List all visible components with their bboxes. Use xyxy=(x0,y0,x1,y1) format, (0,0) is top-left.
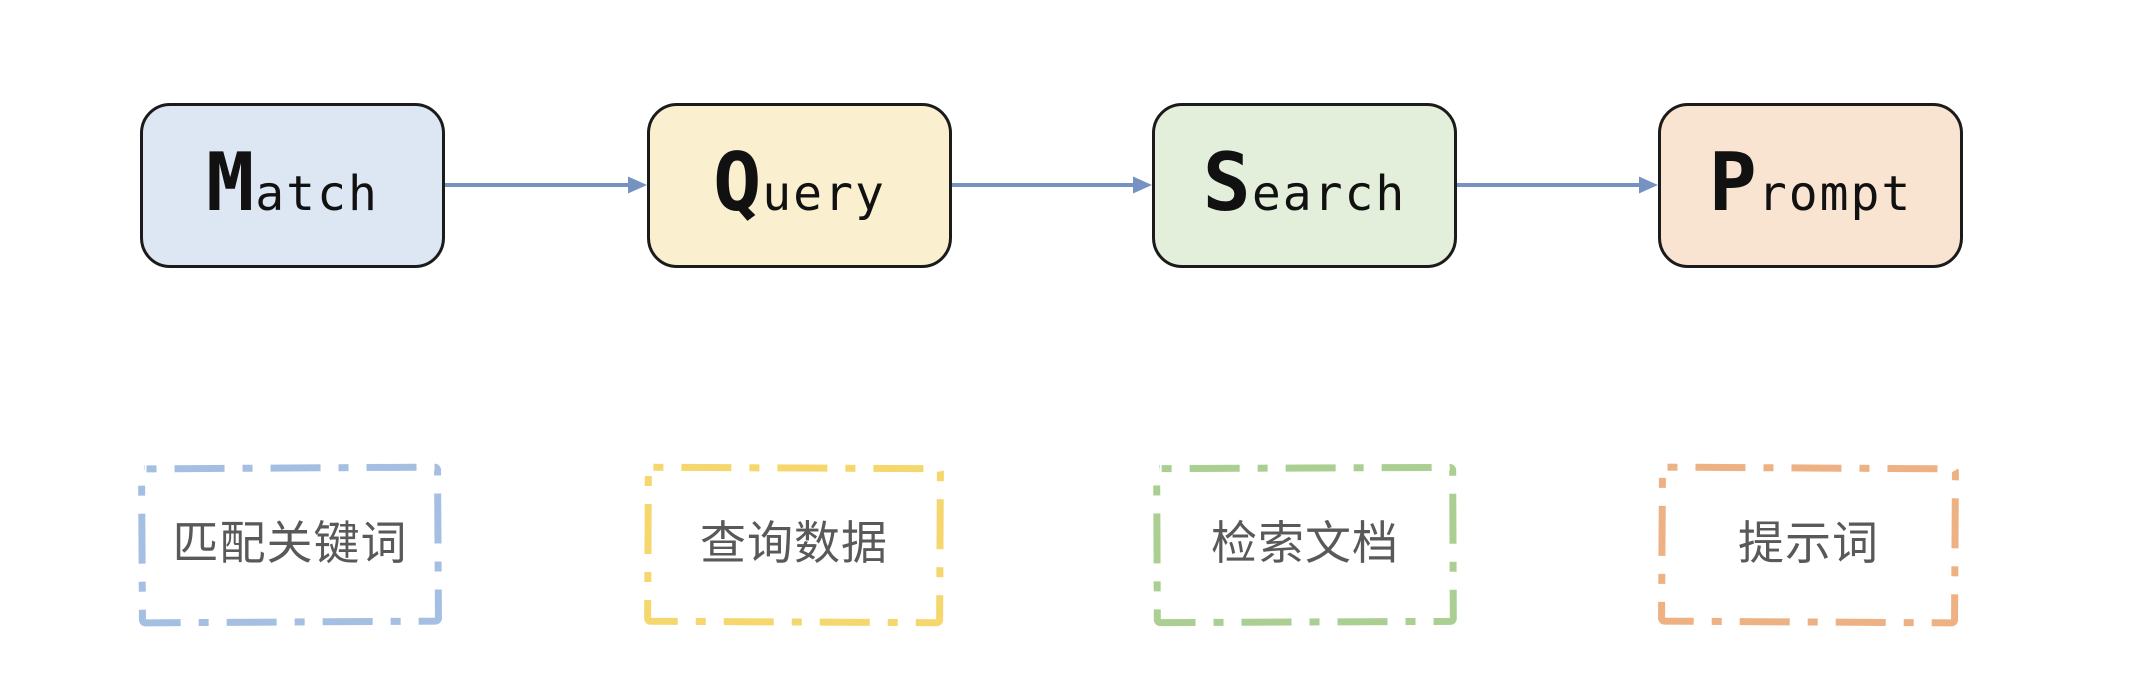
sketch-dashed-border xyxy=(138,463,442,627)
note-box-prompt: 提示词 xyxy=(1657,463,1960,627)
flow-box-query-label: Query xyxy=(713,135,886,229)
note-search-label: 检索文档 xyxy=(1211,517,1399,569)
arrow-search-to-prompt-icon xyxy=(1457,176,1658,194)
sketch-dashed-border xyxy=(644,463,944,627)
sketch-dashed-border xyxy=(1658,463,1959,627)
flow-box-match-label: Match xyxy=(206,135,379,229)
flow-box-query: Query xyxy=(647,103,952,268)
note-prompt-label: 提示词 xyxy=(1738,517,1879,569)
note-box-query: 查询数据 xyxy=(643,463,945,627)
arrow-head xyxy=(1639,176,1658,194)
arrow-query-to-search-icon xyxy=(952,176,1152,194)
arrow-head xyxy=(628,176,647,194)
note-query-label: 查询数据 xyxy=(700,517,888,569)
flow-box-search: Search xyxy=(1152,103,1457,268)
note-box-search: 检索文档 xyxy=(1152,463,1458,627)
flow-box-prompt-label: Prompt xyxy=(1708,135,1913,229)
flow-box-prompt: Prompt xyxy=(1658,103,1963,268)
note-match-label: 匹配关键词 xyxy=(172,517,408,569)
flow-box-match: Match xyxy=(140,103,445,268)
note-box-match: 匹配关键词 xyxy=(137,463,443,627)
flow-box-search-label: Search xyxy=(1202,135,1407,229)
arrow-match-to-query-icon xyxy=(445,176,647,194)
sketch-dashed-border xyxy=(1153,463,1457,627)
arrow-head xyxy=(1133,176,1152,194)
